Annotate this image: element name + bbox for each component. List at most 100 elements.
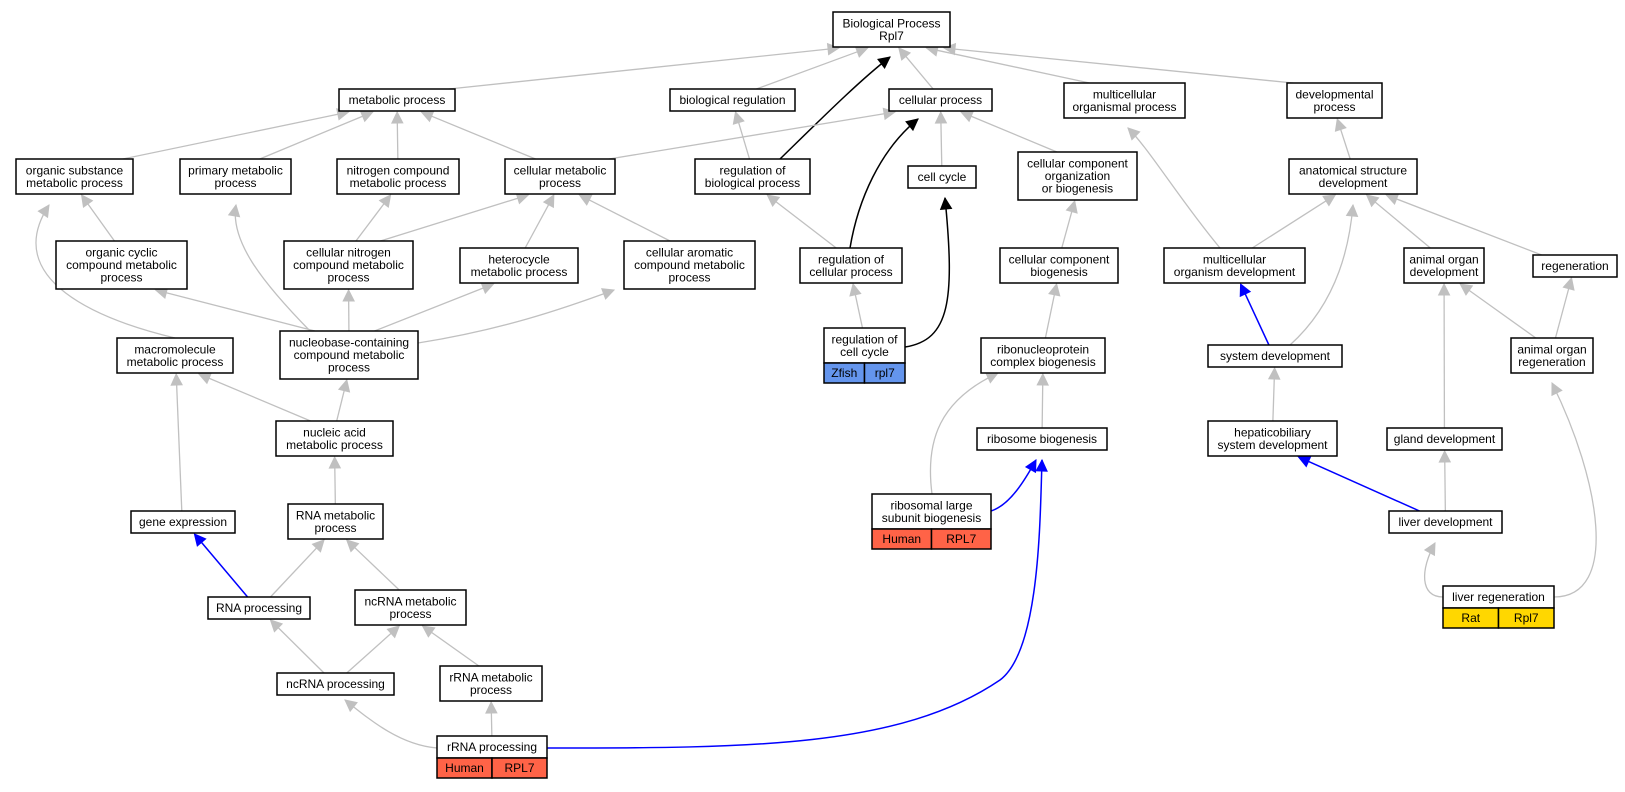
node-label: multicellular <box>1203 252 1266 266</box>
node-cellproc[interactable]: cellular process <box>888 88 993 112</box>
edge-regen-anat-arrowhead <box>1385 193 1400 206</box>
edge-sysdev-multidev-arrowhead <box>1239 282 1252 298</box>
edge-rrnaproc-ncrnaproc <box>344 699 438 749</box>
edge-rnaproc-rnamet-line <box>270 547 317 598</box>
edge-cellcycle-cellproc-arrowhead <box>934 110 948 124</box>
edge-hepato-sysdev <box>1267 366 1281 422</box>
node-metabolic[interactable]: metabolic process <box>338 88 456 112</box>
node-gland[interactable]: gland development <box>1386 427 1503 451</box>
edge-nucleobase-primmet-line <box>234 204 311 332</box>
node-label: regeneration <box>1518 355 1585 369</box>
node-label: ncRNA processing <box>286 677 385 691</box>
node-bioreg[interactable]: biological regulation <box>669 88 796 112</box>
node-ribobio[interactable]: ribosome biogenesis <box>976 427 1108 451</box>
node-cellcycle[interactable]: cell cycle <box>907 165 977 189</box>
node-box <box>1386 427 1503 451</box>
edge-rrnamet-ncrnamet <box>421 625 480 667</box>
annotation-species: Human <box>445 761 484 775</box>
node-label: complex biogenesis <box>990 355 1095 369</box>
edge-regbio-bp <box>779 56 891 160</box>
node-label: ribonucleoprotein <box>997 342 1089 356</box>
edge-nitro-metabolic-line <box>396 122 399 160</box>
node-box <box>338 88 456 112</box>
edge-rnamet-nucacid-arrowhead <box>328 455 342 469</box>
node-geneexp[interactable]: gene expression <box>130 510 236 534</box>
node-label: animal organ <box>1517 342 1586 356</box>
annotation-species: Zfish <box>831 366 857 380</box>
edge-anat-devproc <box>1334 117 1351 160</box>
edge-ccbio-ccorg-line <box>1061 211 1073 249</box>
annotation-gene-cell <box>930 528 992 550</box>
edge-rrnamet-ncrnamet-arrowhead <box>421 625 436 638</box>
node-label: regulation of <box>818 252 885 266</box>
node-label: cellular process <box>809 265 892 279</box>
node-label: compound metabolic <box>634 258 745 272</box>
edge-orgcyc-orgsub-line <box>87 203 115 242</box>
node-box <box>1207 344 1343 368</box>
edge-bioreg-bp-line <box>756 51 858 90</box>
node-rnaproc[interactable]: RNA processing <box>207 596 311 620</box>
annotation-gene: RPL7 <box>504 761 534 775</box>
edge-multidev-anat-line <box>1251 200 1327 249</box>
edge-rnamet-nucacid <box>328 455 342 505</box>
edge-ncrnaproc-rnaproc <box>269 619 325 674</box>
node-regen[interactable]: regeneration <box>1532 254 1618 278</box>
edge-macro-orgsub-line <box>35 204 176 339</box>
edge-ccbio-ccorg <box>1061 199 1078 249</box>
edge-regbio-bp-line <box>779 56 891 160</box>
node-label: cellular metabolic <box>514 163 607 177</box>
node-label: regeneration <box>1541 259 1608 273</box>
edge-regcell-cellproc-arrowhead <box>905 118 919 132</box>
node-label: cellular component <box>1009 252 1110 266</box>
node-label: organic substance <box>26 163 124 177</box>
edge-geneexp-macro <box>170 372 183 512</box>
edge-rnamet-nucacid-line <box>334 467 336 505</box>
edge-gland-aodev <box>1437 282 1451 429</box>
node-label: liver development <box>1398 515 1493 529</box>
node-label: development <box>1319 176 1388 190</box>
edge-ncrnaproc-ncrnamet-arrowhead <box>386 625 401 639</box>
node-sysdev[interactable]: system development <box>1207 344 1343 368</box>
edge-regen-anat-line <box>1396 198 1542 256</box>
node-ncrnaproc[interactable]: ncRNA processing <box>276 672 395 696</box>
edge-multidev-anat-arrowhead <box>1322 194 1337 207</box>
edge-ncrnaproc-ncrnamet-line <box>346 632 392 674</box>
node-liverdev[interactable]: liver development <box>1388 510 1503 534</box>
node-label: RNA processing <box>216 601 302 615</box>
node-label: Biological Process <box>842 16 940 30</box>
edge-regen-anat <box>1385 193 1542 256</box>
edge-ccorg-cellproc-line <box>970 115 1058 153</box>
